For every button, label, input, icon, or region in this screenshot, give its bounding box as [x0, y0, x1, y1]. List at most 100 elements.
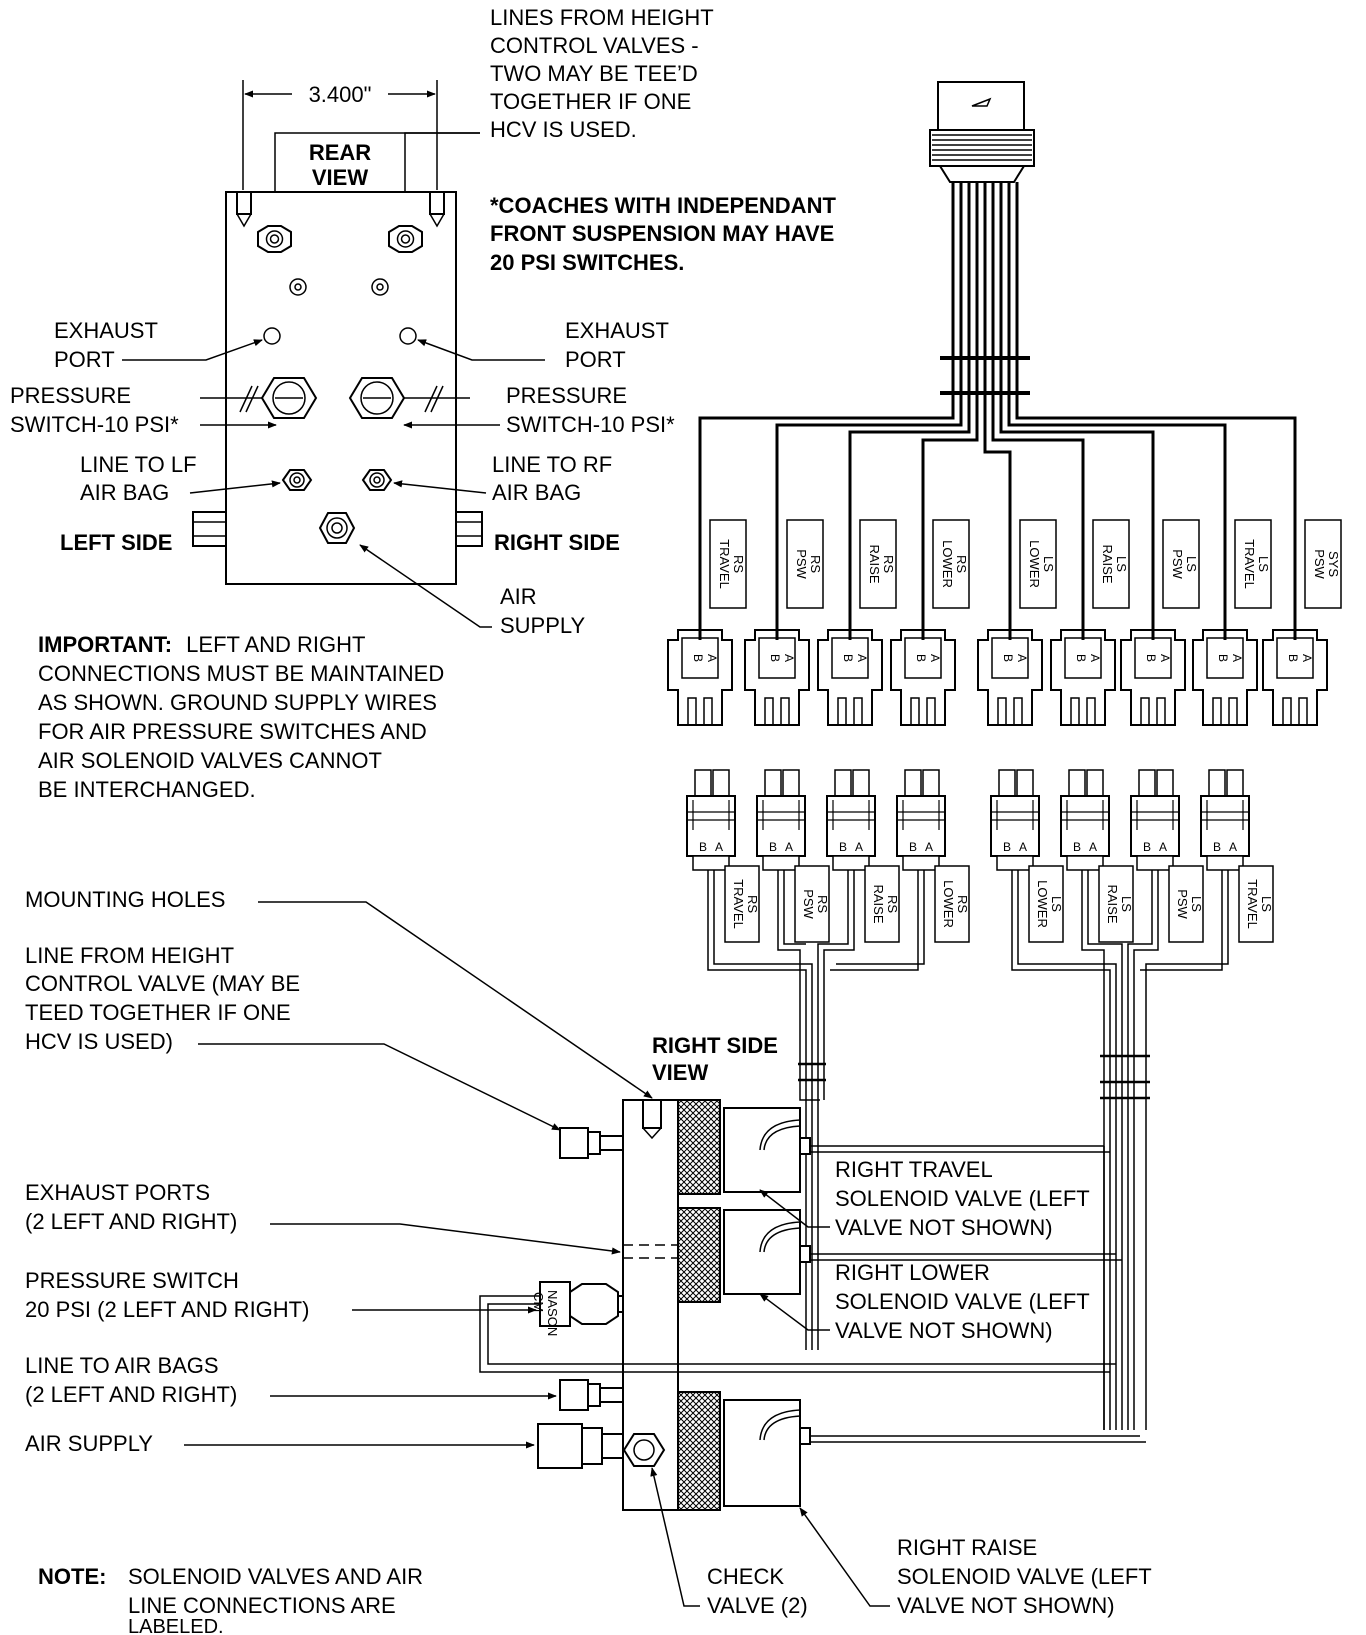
- important-note: IMPORTANT: LEFT AND RIGHT CONNECTIONS MU…: [38, 632, 444, 802]
- harness-label-line-1: LS: [1256, 556, 1271, 572]
- note-line-3: LABELED.: [128, 1616, 224, 1635]
- dimension-value: 3.400": [309, 82, 372, 107]
- coach-note-line-3: 20 PSI SWITCHES.: [490, 250, 684, 275]
- harness-label-line-1: RS: [881, 555, 896, 573]
- harness-label-line-1: RS: [808, 555, 823, 573]
- hcv-fitting-right-icon: [388, 225, 423, 253]
- right-raise-label-3: VALVE NOT SHOWN): [897, 1593, 1115, 1618]
- valve-label-line-2: RAISE: [1105, 884, 1120, 923]
- pin-a-label: A: [1015, 654, 1029, 662]
- rear-view-title-2: VIEW: [312, 165, 368, 190]
- pin-b-label: B: [841, 654, 855, 662]
- line-to-air-bags-label-1: LINE TO AIR BAGS: [25, 1353, 219, 1378]
- check-valve-label-1: CHECK: [707, 1564, 784, 1589]
- harness-label-line-2: TRAVEL: [717, 539, 732, 589]
- harness-label-line-2: PSW: [794, 549, 809, 579]
- line-to-rf-label-2: AIR BAG: [492, 480, 581, 505]
- harness-label-line-2: PSW: [1312, 549, 1327, 579]
- pressure-switch-left-icon: [260, 377, 318, 419]
- pressure-switch-right-icon: [348, 377, 406, 419]
- valve-label-line-2: RAISE: [871, 884, 886, 923]
- pressure-switch-side-label-1: PRESSURE SWITCH: [25, 1268, 239, 1293]
- valve-label-line-2: PSW: [801, 889, 816, 919]
- mounting-stud-left: [236, 191, 252, 215]
- line-to-air-bags-label-2: (2 LEFT AND RIGHT): [25, 1382, 237, 1407]
- pin-a-label: A: [715, 840, 723, 854]
- svg-text:IMPORTANT: LEFT AND RIGH: IMPORTANT: LEFT AND RIGHT: [38, 632, 365, 657]
- exhaust-port-left-icon: [263, 327, 281, 345]
- switch-brand-2: CM: [531, 1292, 546, 1312]
- exhaust-port-right-label-1: EXHAUST: [565, 318, 669, 343]
- note-label: NOTE:: [38, 1564, 106, 1589]
- important-line-4: FOR AIR PRESSURE SWITCHES AND: [38, 719, 427, 744]
- air-supply-rear-label-2: SUPPLY: [500, 613, 586, 638]
- exhaust-ports-label-2: (2 LEFT AND RIGHT): [25, 1209, 237, 1234]
- side-view-title-2: VIEW: [652, 1060, 708, 1085]
- side-port-left: [192, 511, 227, 547]
- pin-b-label: B: [1143, 840, 1151, 854]
- valve-label-line-2: TRAVEL: [1245, 879, 1260, 929]
- pin-b-label: B: [768, 654, 782, 662]
- pressure-switch-left-label-2: SWITCH-10 PSI*: [10, 412, 179, 437]
- harness-label-line-1: RS: [954, 555, 969, 573]
- lf-air-bag-fitting-icon: [281, 469, 313, 491]
- pin-a-label: A: [1019, 840, 1027, 854]
- rf-air-bag-fitting-icon: [361, 469, 393, 491]
- valve-label-line-2: TRAVEL: [731, 879, 746, 929]
- important-line-2: CONNECTIONS MUST BE MAINTAINED: [38, 661, 444, 686]
- harness-label-line-2: LOWER: [940, 540, 955, 588]
- harness-label-line-1: LS: [1184, 556, 1199, 572]
- exhaust-port-left-label-1: EXHAUST: [54, 318, 158, 343]
- line-from-hcv-label-4: HCV IS USED): [25, 1029, 173, 1054]
- pin-b-label: B: [1003, 840, 1011, 854]
- air-supply-side-label: AIR SUPPLY: [25, 1431, 153, 1456]
- coach-note-line-1: *COACHES WITH INDEPENDANT: [490, 193, 836, 218]
- pin-b-label: B: [699, 840, 707, 854]
- valve-label-line-1: RS: [745, 895, 760, 913]
- important-label: IMPORTANT:: [38, 632, 172, 657]
- pin-b-label: B: [1074, 654, 1088, 662]
- check-valve-label-2: VALVE (2): [707, 1593, 808, 1618]
- line-from-hcv-label-3: TEED TOGETHER IF ONE: [25, 1000, 291, 1025]
- pin-b-label: B: [1073, 840, 1081, 854]
- pressure-switch-right-label-2: SWITCH-10 PSI*: [506, 412, 675, 437]
- check-valve-icon: [622, 1433, 666, 1467]
- pin-b-label: B: [1001, 654, 1015, 662]
- right-lower-label-2: SOLENOID VALVE (LEFT: [835, 1289, 1090, 1314]
- side-port-right: [455, 511, 483, 547]
- valve-label-line-1: LS: [1259, 896, 1274, 912]
- pin-a-label: A: [925, 840, 933, 854]
- hcv-side-fitting-icon: [559, 1127, 624, 1159]
- pin-a-label: A: [855, 654, 869, 662]
- pin-b-label: B: [839, 840, 847, 854]
- valve-label-line-1: LS: [1049, 896, 1064, 912]
- pin-a-label: A: [785, 840, 793, 854]
- pin-b-label: B: [769, 840, 777, 854]
- harness-label-line-2: RAISE: [867, 544, 882, 583]
- rear-view: 3.400" REAR VIEW: [10, 80, 675, 638]
- pressure-switch-side-label-2: 20 PSI (2 LEFT AND RIGHT): [25, 1297, 309, 1322]
